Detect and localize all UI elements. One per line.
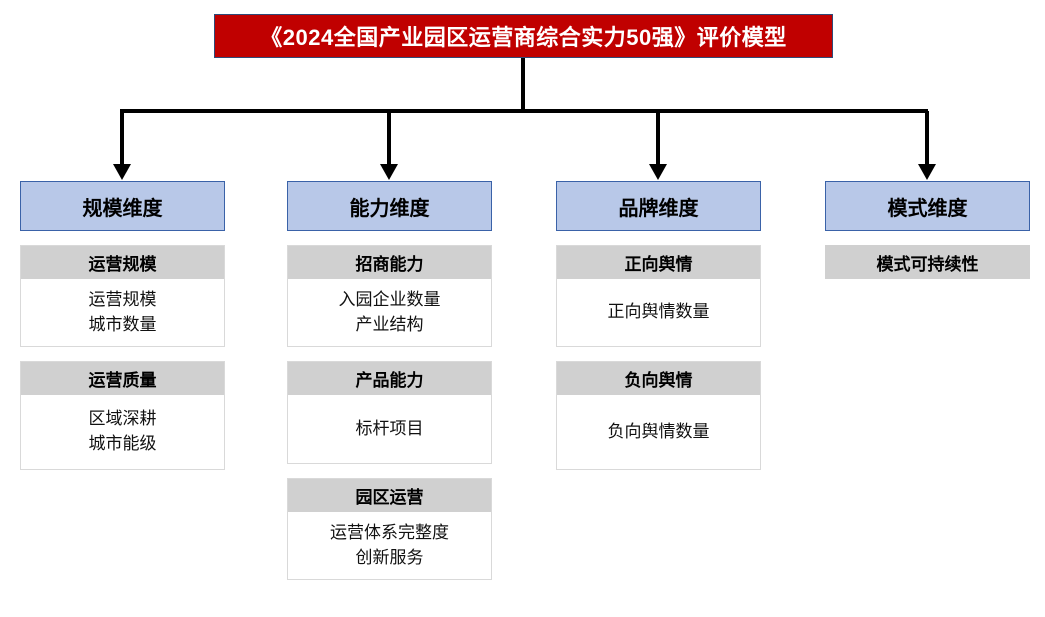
group-item: 城市能级	[88, 434, 157, 453]
group-body: 区域深耕 城市能级	[21, 395, 224, 469]
group-body: 入园企业数量 产业结构	[288, 279, 491, 346]
group-body: 正向舆情数量	[557, 279, 760, 346]
group-item: 区域深耕	[88, 409, 157, 429]
group-header: 招商能力	[288, 246, 491, 279]
group-header: 运营规模	[21, 246, 224, 279]
group-item: 运营规模	[88, 289, 157, 309]
group-item: 入园企业数量	[338, 289, 441, 309]
group-item: 正向舆情数量	[607, 302, 710, 322]
group-body: 负向舆情数量	[557, 395, 760, 469]
group-item: 产业结构	[355, 314, 424, 334]
dimension-header-model[interactable]: 模式维度	[825, 181, 1030, 231]
diagram-title: 《2024全国产业园区运营商综合实力50强》评价模型	[214, 14, 833, 58]
group-positive-sentiment: 正向舆情 正向舆情数量	[556, 245, 761, 347]
group-item: 运营体系完整度	[330, 522, 449, 542]
group-operating-quality: 运营质量 区域深耕 城市能级	[20, 361, 225, 470]
dimension-column-brand: 品牌维度 正向舆情 正向舆情数量 负向舆情 负向舆情数量	[556, 181, 761, 470]
group-product-capability: 产品能力 标杆项目	[287, 361, 492, 464]
dimension-header-scale[interactable]: 规模维度	[20, 181, 225, 231]
dimension-header-capability[interactable]: 能力维度	[287, 181, 492, 231]
group-header: 运营质量	[21, 362, 224, 395]
group-park-operation: 园区运营 运营体系完整度 创新服务	[287, 478, 492, 580]
group-item: 负向舆情数量	[607, 421, 710, 441]
group-operating-scale: 运营规模 运营规模 城市数量	[20, 245, 225, 347]
group-item: 城市数量	[88, 314, 157, 334]
group-item: 创新服务	[355, 547, 424, 567]
group-investment-attraction: 招商能力 入园企业数量 产业结构	[287, 245, 492, 347]
group-item: 标杆项目	[355, 418, 424, 438]
group-header: 负向舆情	[557, 362, 760, 395]
dimension-header-brand[interactable]: 品牌维度	[556, 181, 761, 231]
group-header: 正向舆情	[557, 246, 760, 279]
group-negative-sentiment: 负向舆情 负向舆情数量	[556, 361, 761, 470]
group-body: 标杆项目	[288, 395, 491, 463]
group-body: 运营规模 城市数量	[21, 279, 224, 346]
group-model-sustainability: 模式可持续性	[825, 245, 1030, 279]
group-body: 运营体系完整度 创新服务	[288, 512, 491, 579]
group-header: 园区运营	[288, 479, 491, 512]
dimension-column-capability: 能力维度 招商能力 入园企业数量 产业结构 产品能力 标杆项目 园区运营 运营体…	[287, 181, 492, 580]
group-header: 产品能力	[288, 362, 491, 395]
dimension-column-scale: 规模维度 运营规模 运营规模 城市数量 运营质量 区域深耕 城市能级	[20, 181, 225, 470]
group-header: 模式可持续性	[825, 245, 1030, 279]
dimension-column-model: 模式维度 模式可持续性	[825, 181, 1030, 279]
